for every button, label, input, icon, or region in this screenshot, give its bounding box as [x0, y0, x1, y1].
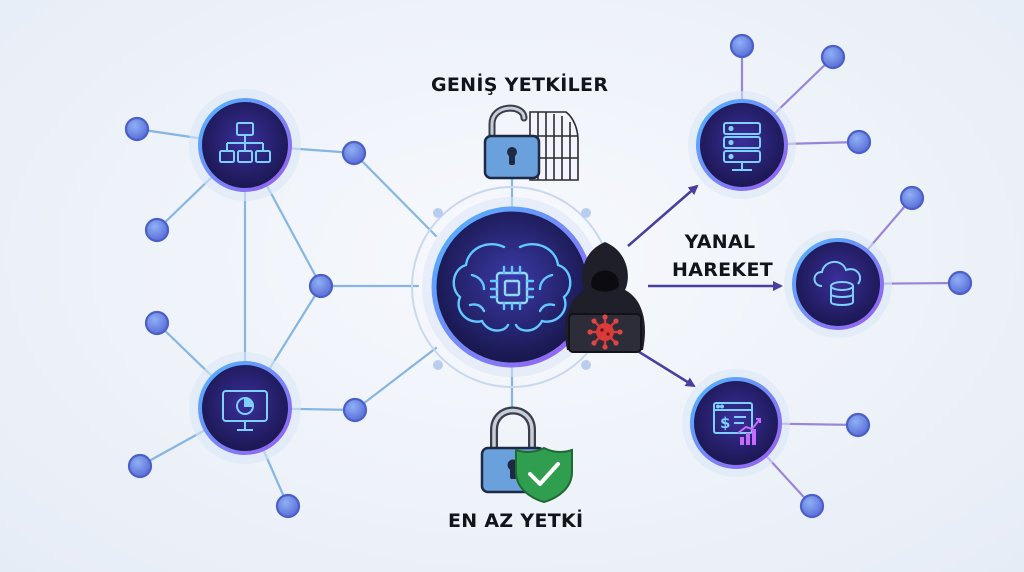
small-node [342, 397, 368, 423]
org-chart-icon [219, 122, 271, 163]
small-node [846, 129, 872, 155]
lateral-movement-arrows [627, 184, 783, 388]
small-nodes [124, 33, 973, 519]
node-right-middle [784, 230, 892, 338]
least-privilege-label: EN AZ YETKİ [448, 510, 584, 532]
small-node [820, 44, 846, 70]
lateral-movement-line2: HAREKET [672, 259, 773, 281]
small-node [899, 185, 925, 211]
node-center [411, 186, 613, 388]
small-node [144, 310, 170, 336]
node-right-top [688, 91, 796, 199]
gate-icon [529, 111, 579, 181]
node-left-bottom [189, 352, 301, 464]
finance-dashboard-icon: $ [713, 402, 761, 445]
node-right-bottom: $ [682, 369, 790, 477]
virus-icon [587, 314, 623, 350]
small-node [144, 217, 170, 243]
small-node [341, 140, 367, 166]
small-node [799, 493, 825, 519]
small-node [845, 412, 871, 438]
monitor-chart-icon [222, 390, 268, 431]
open-lock-gate-icon [483, 104, 579, 181]
broad-permissions-label: GENİŞ YETKİLER [431, 74, 609, 96]
server-icon [723, 122, 761, 171]
cloud-database-icon [813, 261, 862, 306]
lateral-movement-line1: YANAL [684, 231, 756, 253]
svg-text:$: $ [720, 414, 730, 432]
small-node [947, 270, 973, 296]
shield-check-icon [515, 446, 573, 504]
small-node [124, 116, 150, 142]
small-node [308, 273, 334, 299]
small-node [127, 453, 153, 479]
ai-brain-chip-icon [452, 242, 572, 332]
closed-lock-shield-icon [480, 406, 573, 504]
small-node [729, 33, 755, 59]
small-node [275, 493, 301, 519]
hacker-icon [565, 242, 645, 353]
lateral-movement-label: YANAL HAREKET [672, 228, 773, 284]
node-left-top [189, 89, 301, 201]
